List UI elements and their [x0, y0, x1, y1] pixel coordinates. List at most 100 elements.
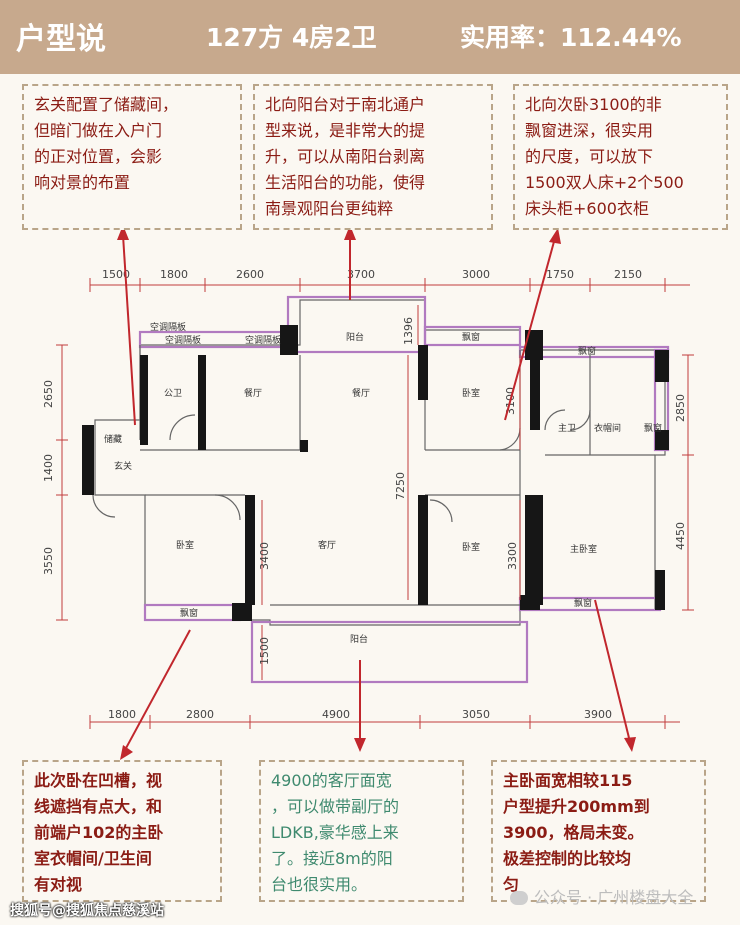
note-top-mid: 北向阳台对于南北通户 型来说，是非常大的提 升，可以从南阳台剥离 生活阳台的功能… — [253, 84, 493, 230]
north-balcony — [286, 295, 427, 354]
room-foyer: 玄关 — [114, 460, 132, 472]
room-bay-north-2: 飘窗 — [578, 345, 596, 357]
bay-north-1 — [423, 325, 522, 347]
dim-top-5: 3000 — [462, 268, 490, 281]
arrow-head — [354, 738, 366, 752]
note-top-left: 玄关配置了储藏间， 但暗门做在入户门 的正对位置，会影 响对景的布置 — [22, 84, 242, 230]
wall-block — [280, 325, 298, 355]
dim-left-2: 1400 — [42, 454, 55, 482]
dim-inner-3300: 3300 — [506, 542, 519, 570]
dim-bottom-2: 2800 — [186, 708, 214, 721]
room-storage: 储藏 — [104, 433, 122, 445]
wall-block — [525, 330, 543, 360]
dim-right-1: 2850 — [674, 394, 687, 422]
wall-block — [300, 440, 308, 452]
arrow-storage — [122, 234, 136, 426]
dim-top-7: 2150 — [614, 268, 642, 281]
room-bay-south: 飘窗 — [574, 597, 592, 609]
note-top-right-text: 北向次卧3100的非 飘窗进深，很实用 的尺度，可以放下 1500双人床+2个5… — [525, 95, 684, 218]
wall-block — [82, 425, 94, 495]
room-ac-3: 空调隔板 — [150, 321, 186, 333]
dim-inner-1500: 1500 — [258, 637, 271, 665]
arrow-master — [594, 599, 631, 743]
arrow-west-bedroom — [124, 629, 191, 751]
room-ac-1: 空调隔板 — [165, 334, 201, 346]
room-living: 客厅 — [318, 539, 336, 551]
note-bottom-mid: 4900的客厅面宽 ，可以做带副厅的 LDKB,豪华感上来 了。接近8m的阳 台… — [259, 760, 464, 902]
wall-block — [655, 430, 669, 450]
room-bay-east: 飘窗 — [644, 422, 662, 434]
dim-inner-7250: 7250 — [394, 472, 407, 500]
footer-watermark-left: 搜狐号@搜狐焦点慈溪站 — [10, 903, 164, 919]
header-title: 户型说 — [16, 22, 106, 57]
note-bottom-mid-text: 4900的客厅面宽 ，可以做带副厅的 LDKB,豪华感上来 了。接近8m的阳 台… — [271, 771, 400, 894]
note-bottom-right: 主卧面宽相较115 户型提升200mm到 3900，格局未变。 极差控制的比较均… — [491, 760, 706, 902]
header-spec: 127方 4房2卫 — [206, 23, 377, 52]
note-top-mid-text: 北向阳台对于南北通户 型来说，是非常大的提 升，可以从南阳台剥离 生活阳台的功能… — [265, 95, 426, 218]
note-bottom-left: 此次卧在凹槽，视 线遮挡有点大，和 前端户102的主卧 室衣帽间/卫生间 有对视 — [22, 760, 222, 902]
note-top-left-text: 玄关配置了储藏间， 但暗门做在入户门 的正对位置，会影 响对景的布置 — [34, 95, 179, 192]
door-arc — [92, 494, 116, 518]
wall-block — [655, 570, 665, 610]
dim-top-1: 1500 — [102, 268, 130, 281]
wall-block — [232, 603, 252, 621]
wall-block — [655, 350, 669, 382]
room-public-bath: 公卫 — [164, 388, 182, 399]
room-bedroom-south: 卧室 — [462, 541, 480, 553]
door-arc — [569, 409, 591, 431]
room-balcony-north: 阳台 — [346, 331, 364, 343]
door-arc — [429, 499, 453, 523]
top-dim-ticks — [89, 278, 666, 292]
dim-bottom-1: 1800 — [108, 708, 136, 721]
arrow-north-bedroom — [504, 237, 556, 421]
room-balcony-south: 阳台 — [350, 633, 368, 645]
dim-bottom-5: 3900 — [584, 708, 612, 721]
room-master: 主卧室 — [570, 543, 597, 555]
arrow-head — [117, 225, 129, 240]
south-balcony — [250, 620, 529, 684]
footer-watermark-right: 公众号 · 广州楼盘大全 — [510, 884, 693, 908]
note-top-right: 北向次卧3100的非 飘窗进深，很实用 的尺度，可以放下 1500双人床+2个5… — [513, 84, 728, 230]
dim-right-2: 4450 — [674, 522, 687, 550]
arrow-head — [549, 228, 561, 244]
note-bottom-right-text: 主卧面宽相较115 户型提升200mm到 3900，格局未变。 极差控制的比较均… — [503, 771, 650, 894]
wall-block — [245, 495, 255, 605]
room-bay-north-1: 飘窗 — [462, 331, 480, 343]
dim-inner-1396: 1396 — [402, 317, 415, 345]
room-bedroom-west: 卧室 — [176, 539, 194, 551]
dim-top-4: 3700 — [347, 268, 375, 281]
door-arc — [544, 409, 566, 431]
room-bay-west: 飘窗 — [180, 607, 198, 619]
wechat-icon — [510, 891, 528, 905]
wall-block — [530, 360, 540, 430]
wall-block — [140, 355, 148, 445]
dim-left-1: 2650 — [42, 380, 55, 408]
dim-top-6: 1750 — [546, 268, 574, 281]
arrow-head — [120, 745, 133, 760]
dim-left-3: 3550 — [42, 547, 55, 575]
room-dining-a: 餐厅 — [244, 387, 262, 399]
arrow-head — [344, 225, 356, 240]
note-bottom-left-text: 此次卧在凹槽，视 线遮挡有点大，和 前端户102的主卧 室衣帽间/卫生间 有对视 — [34, 771, 164, 894]
header-banner: 户型说 127方 4房2卫 实用率：112.44% — [0, 0, 740, 74]
dim-bottom-4: 3050 — [462, 708, 490, 721]
room-master-bath: 主卫 — [558, 422, 576, 434]
dim-top-2: 1800 — [160, 268, 188, 281]
wall-block — [520, 595, 540, 610]
dim-top-3: 2600 — [236, 268, 264, 281]
wall-block — [418, 495, 428, 605]
arrow-head — [624, 737, 636, 752]
bottom-dim-ticks — [89, 715, 666, 729]
header-ratio: 实用率：112.44% — [460, 23, 682, 52]
wall-block — [198, 355, 206, 450]
dim-bottom-3: 4900 — [322, 708, 350, 721]
wall-block — [525, 495, 543, 605]
dim-inner-3400: 3400 — [258, 542, 271, 570]
door-arc — [499, 427, 521, 451]
door-arc — [214, 494, 241, 521]
room-ac-2: 空调隔板 — [245, 334, 281, 346]
room-closet: 衣帽间 — [594, 422, 621, 434]
wall-block — [418, 345, 428, 400]
door-arc — [169, 414, 196, 441]
room-bedroom-north: 卧室 — [462, 387, 480, 399]
